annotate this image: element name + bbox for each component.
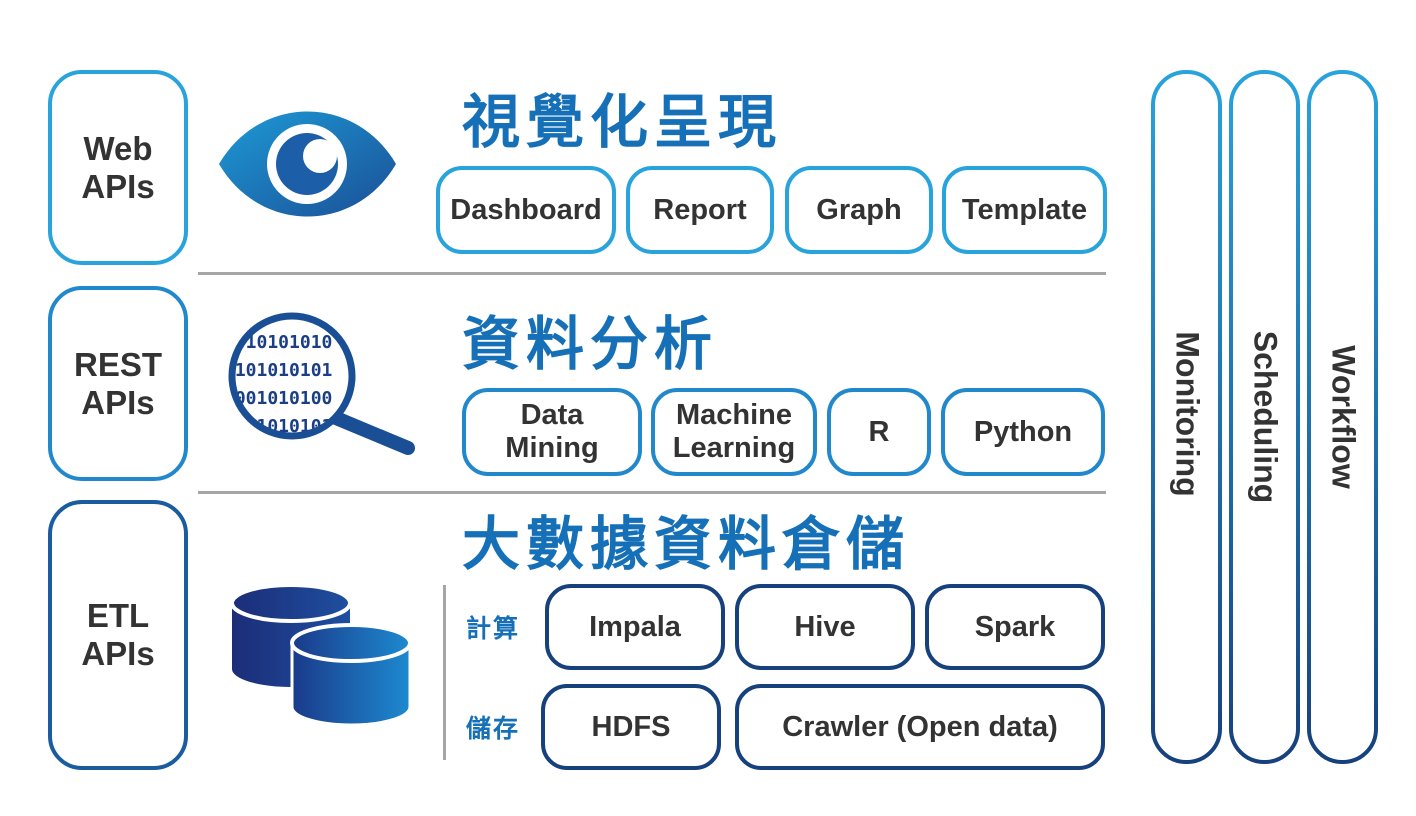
template-label: Template xyxy=(961,193,1088,226)
impala-box: Impala xyxy=(545,584,725,670)
database-icon xyxy=(230,583,412,727)
rest-apis-box: REST APIs xyxy=(48,286,188,481)
dashboard-box: Dashboard xyxy=(436,166,616,254)
binary-row-3: 1001010100 xyxy=(224,388,332,409)
eye-icon xyxy=(219,111,396,217)
impala-label: Impala xyxy=(589,610,681,643)
graph-box: Graph xyxy=(785,166,933,254)
python-box: Python xyxy=(941,388,1105,476)
scheduling-column-border xyxy=(1229,70,1300,764)
rest-apis-label: REST APIs xyxy=(73,345,162,421)
workflow-label: Workflow xyxy=(1325,345,1361,489)
hive-box: Hive xyxy=(735,584,915,670)
machine-learning-box: Machine Learning xyxy=(651,388,817,476)
side-columns-borders xyxy=(1151,70,1378,764)
scheduling-label: Scheduling xyxy=(1247,330,1283,504)
monitoring-label: Monitoring xyxy=(1169,331,1205,497)
web-apis-label: Web APIs xyxy=(81,129,155,205)
compute-label: 計算 xyxy=(466,614,521,643)
report-label: Report xyxy=(653,193,747,226)
divider-bottom xyxy=(198,491,1106,494)
r-label: R xyxy=(868,415,890,448)
dashboard-label: Dashboard xyxy=(450,193,602,226)
spark-box: Spark xyxy=(925,584,1105,670)
scheduling-column: Scheduling xyxy=(1231,324,1298,510)
report-box: Report xyxy=(626,166,774,254)
warehouse-separator xyxy=(443,585,446,760)
monitoring-column-border xyxy=(1151,70,1222,764)
workflow-column: Workflow xyxy=(1309,338,1376,496)
hdfs-label: HDFS xyxy=(591,710,671,743)
etl-apis-label: ETL APIs xyxy=(81,597,155,672)
binary-row-1: 1010101010 xyxy=(224,332,332,353)
graph-label: Graph xyxy=(816,193,902,226)
crawler-label: Crawler (Open data) xyxy=(782,710,1058,743)
visualization-title: 視覺化呈現 xyxy=(462,88,783,156)
crawler-box: Crawler (Open data) xyxy=(735,684,1105,770)
data-mining-box: Data Mining xyxy=(462,388,642,476)
warehouse-title: 大數據資料倉儲 xyxy=(462,510,911,578)
divider-top xyxy=(198,272,1106,275)
web-apis-box: Web APIs xyxy=(48,70,188,265)
analysis-title: 資料分析 xyxy=(462,310,719,378)
spark-label: Spark xyxy=(974,610,1056,643)
workflow-column-border xyxy=(1307,70,1378,764)
storage-label: 儲存 xyxy=(466,714,521,743)
hdfs-box: HDFS xyxy=(541,684,721,770)
etl-apis-box: ETL APIs xyxy=(48,500,188,770)
binary-row-2: 0101010101 xyxy=(224,360,332,381)
hive-label: Hive xyxy=(794,610,856,643)
magnifier-binary-icon: 1010101010 0101010101 1001010100 0101010… xyxy=(224,312,415,455)
monitoring-column: Monitoring xyxy=(1153,324,1220,504)
r-box: R xyxy=(827,388,931,476)
template-box: Template xyxy=(942,166,1107,254)
data-mining-label: Data Mining xyxy=(505,399,599,464)
python-label: Python xyxy=(973,415,1073,448)
machine-learning-label: Machine Learning xyxy=(672,399,796,464)
